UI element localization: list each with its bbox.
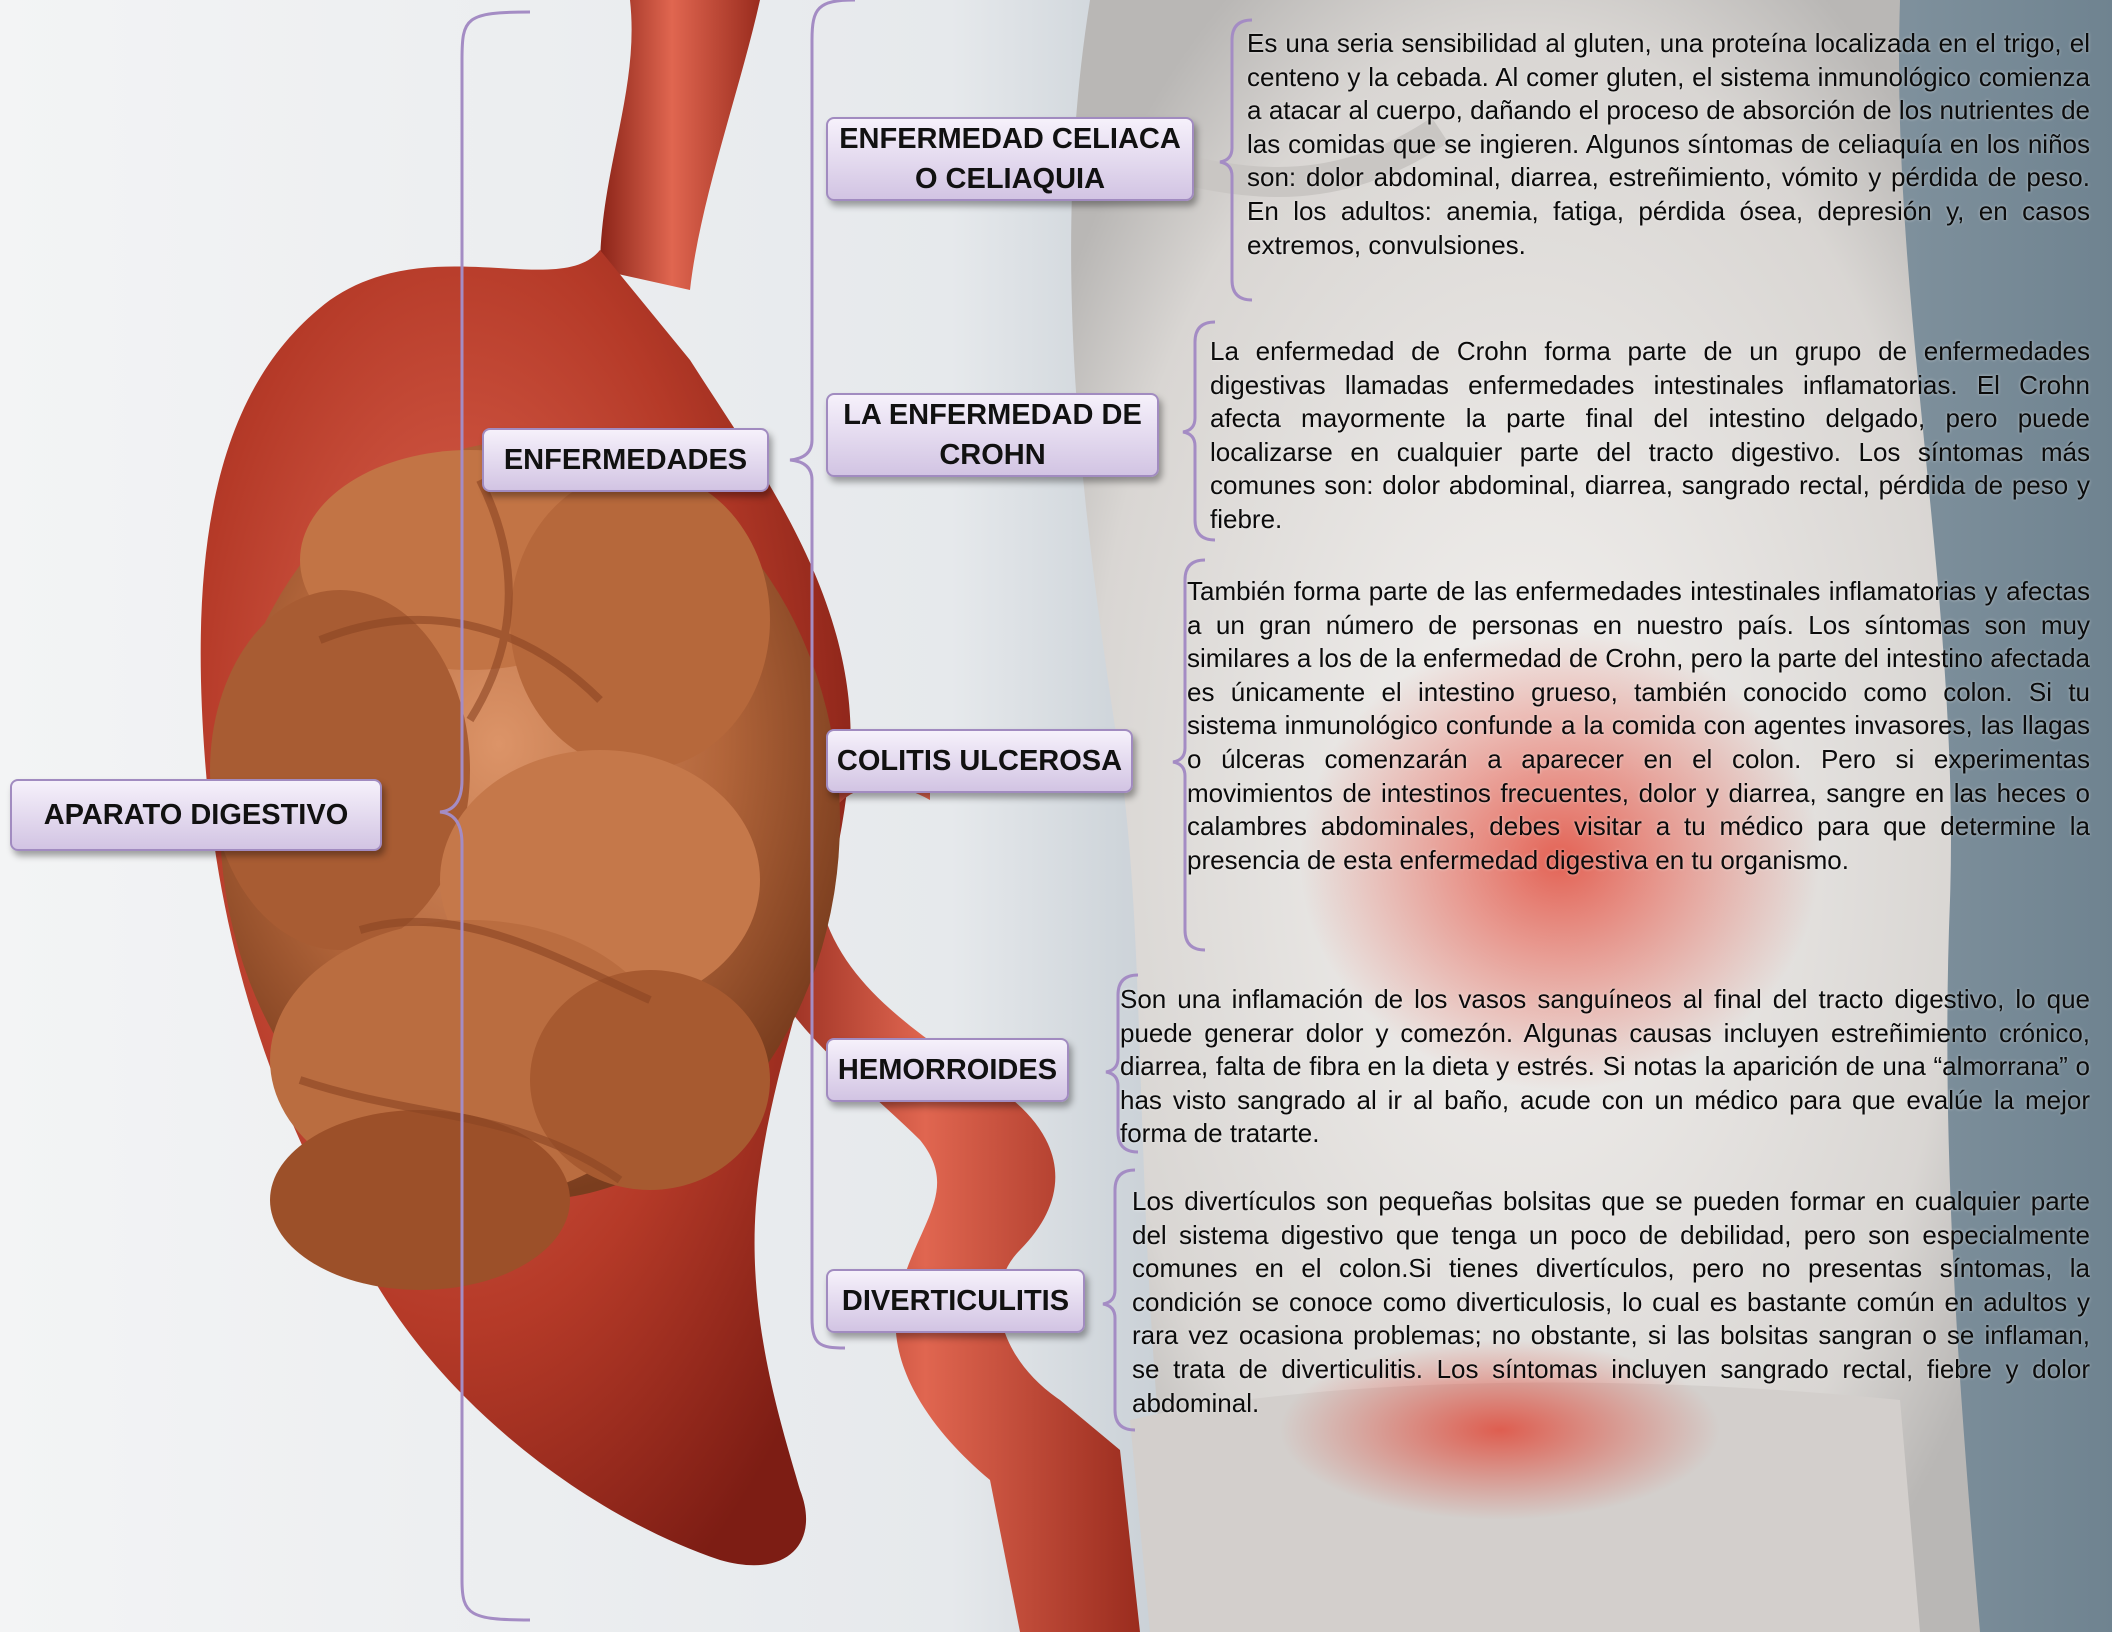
diverticulitis-description: Los divertículos son pequeñas bolsitas q… bbox=[1132, 1185, 2090, 1420]
crohn-node[interactable]: LA ENFERMEDAD DE CROHN bbox=[826, 393, 1159, 477]
crohn-description: La enfermedad de Crohn forma parte de un… bbox=[1210, 335, 2090, 537]
hemorroides-node[interactable]: HEMORROIDES bbox=[826, 1038, 1069, 1102]
celiaquia-node[interactable]: ENFERMEDAD CELIACA O CELIAQUIA bbox=[826, 117, 1194, 201]
root-node[interactable]: APARATO DIGESTIVO bbox=[10, 779, 382, 851]
colitis-description: También forma parte de las enfermedades … bbox=[1187, 575, 2090, 877]
colitis-node[interactable]: COLITIS ULCEROSA bbox=[826, 729, 1133, 793]
diverticulitis-node[interactable]: DIVERTICULITIS bbox=[826, 1269, 1085, 1333]
enfermedades-node[interactable]: ENFERMEDADES bbox=[482, 428, 769, 492]
celiaquia-description: Es una seria sensibilidad al gluten, una… bbox=[1247, 27, 2090, 262]
hemorroides-description: Son una inflamación de los vasos sanguín… bbox=[1120, 983, 2090, 1151]
